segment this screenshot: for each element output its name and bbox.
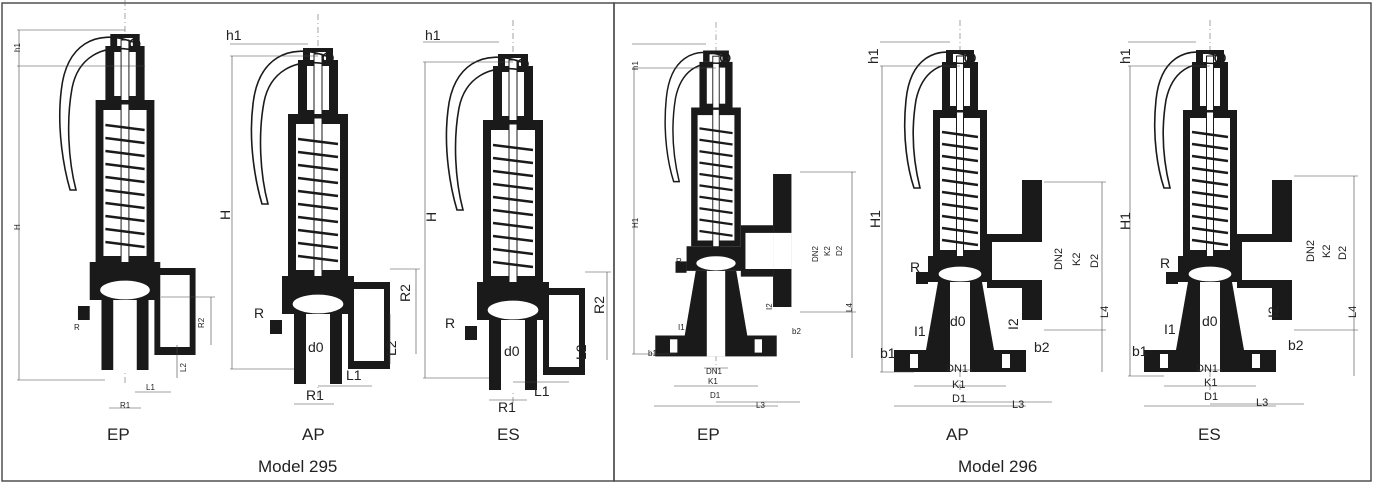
dim-label-D1: D1 — [710, 391, 721, 400]
dim-label-h1: h1 — [226, 27, 242, 43]
dim-label-R2: R2 — [397, 284, 413, 302]
dim-label-L4: L4 — [845, 303, 854, 312]
dim-label-I2: I2 — [765, 303, 774, 310]
valve-296-es — [1128, 18, 1358, 407]
valve-296-ap — [880, 18, 1106, 407]
dim-label-R: R — [1160, 255, 1170, 271]
dim-label-L1: L1 — [534, 383, 550, 399]
dim-label-K2: K2 — [823, 246, 832, 256]
dim-label-K1: K1 — [708, 377, 718, 386]
variant-label: EP — [107, 425, 130, 444]
dim-label-I2: I2 — [1005, 318, 1021, 330]
dim-label-H: H — [423, 212, 439, 222]
dim-label-R2: R2 — [591, 296, 607, 314]
dim-label-R2: R2 — [197, 317, 206, 328]
dim-label-D2: D2 — [1089, 254, 1101, 268]
dim-label-K2: K2 — [1071, 253, 1083, 266]
dim-label-DN2: DN2 — [1305, 240, 1317, 262]
valve-295-es — [423, 18, 611, 407]
variant-label: AP — [946, 425, 969, 444]
dim-label-b2: b2 — [1034, 339, 1050, 355]
dim-label-R1: R1 — [498, 399, 516, 415]
valve-295-ep — [17, 0, 215, 409]
dim-label-H1: H1 — [1117, 212, 1133, 230]
dim-label-b1: b1 — [1132, 343, 1148, 359]
dim-label-d0: d0 — [1202, 313, 1218, 329]
dim-label-h1: h1 — [865, 48, 881, 64]
dim-label-h1: h1 — [1117, 48, 1133, 64]
dim-label-h1: h1 — [425, 27, 441, 43]
dim-label-d0: d0 — [308, 339, 324, 355]
dim-label-D1: D1 — [1204, 391, 1218, 403]
dim-label-DN1: DN1 — [706, 367, 723, 376]
dim-label-DN2: DN2 — [811, 245, 820, 262]
dim-label-R1: R1 — [306, 387, 324, 403]
dim-label-d0: d0 — [504, 343, 520, 359]
dim-label-H: H — [13, 224, 22, 230]
dim-label-DN2: DN2 — [1053, 248, 1065, 270]
dim-label-H1: H1 — [631, 217, 640, 228]
dim-label-K2: K2 — [1321, 245, 1333, 258]
dim-label-DN1: DN1 — [1196, 363, 1218, 375]
dim-label-K1: K1 — [952, 379, 965, 391]
dim-label-L1: L1 — [346, 367, 362, 383]
dim-label-I2: I2 — [1265, 306, 1281, 318]
dim-label-h1: h1 — [631, 61, 640, 70]
dim-label-b1: b1 — [648, 349, 657, 358]
variant-label: EP — [697, 425, 720, 444]
panel-caption: Model 295 — [258, 457, 337, 476]
variant-label: ES — [497, 425, 520, 444]
dim-label-d0: d0 — [950, 313, 966, 329]
dim-label-L3: L3 — [1012, 399, 1024, 411]
variant-label: ES — [1198, 425, 1221, 444]
dim-label-R: R — [910, 259, 920, 275]
dim-label-R: R — [254, 305, 264, 321]
dim-label-L3: L3 — [1256, 397, 1268, 409]
dim-label-D2: D2 — [835, 245, 844, 256]
dim-label-D2: D2 — [1337, 246, 1349, 260]
dim-label-b2: b2 — [1288, 337, 1304, 353]
dim-label-R1: R1 — [120, 401, 131, 410]
dim-label-R: R — [676, 257, 682, 266]
dim-label-L2: L2 — [383, 340, 399, 356]
dim-label-H: H — [217, 210, 233, 220]
dim-label-I1: I1 — [914, 323, 926, 339]
dim-label-DN1: DN1 — [946, 363, 968, 375]
dim-label-D1: D1 — [952, 393, 966, 405]
dim-label-L4: L4 — [1347, 306, 1359, 318]
dim-label-I1: I1 — [1164, 321, 1176, 337]
dim-label-b1: b1 — [880, 345, 896, 361]
dim-label-R: R — [74, 323, 80, 332]
dim-label-L3: L3 — [756, 401, 765, 410]
dim-label-I1: I1 — [678, 323, 685, 332]
dim-label-b2: b2 — [792, 327, 801, 336]
dim-label-R: R — [445, 315, 455, 331]
dim-label-L2: L2 — [573, 344, 589, 360]
dim-label-L1: L1 — [146, 383, 155, 392]
valve-295-ap — [230, 12, 420, 405]
valve-296-ep — [632, 20, 856, 407]
variant-label: AP — [302, 425, 325, 444]
dim-label-K1: K1 — [1204, 377, 1217, 389]
dim-label-h1: h1 — [13, 43, 22, 52]
panel-model-296 — [613, 2, 1372, 482]
dim-label-L4: L4 — [1099, 306, 1111, 318]
dim-label-L2: L2 — [179, 363, 188, 372]
panel-caption: Model 296 — [958, 457, 1037, 476]
dim-label-H1: H1 — [867, 210, 883, 228]
